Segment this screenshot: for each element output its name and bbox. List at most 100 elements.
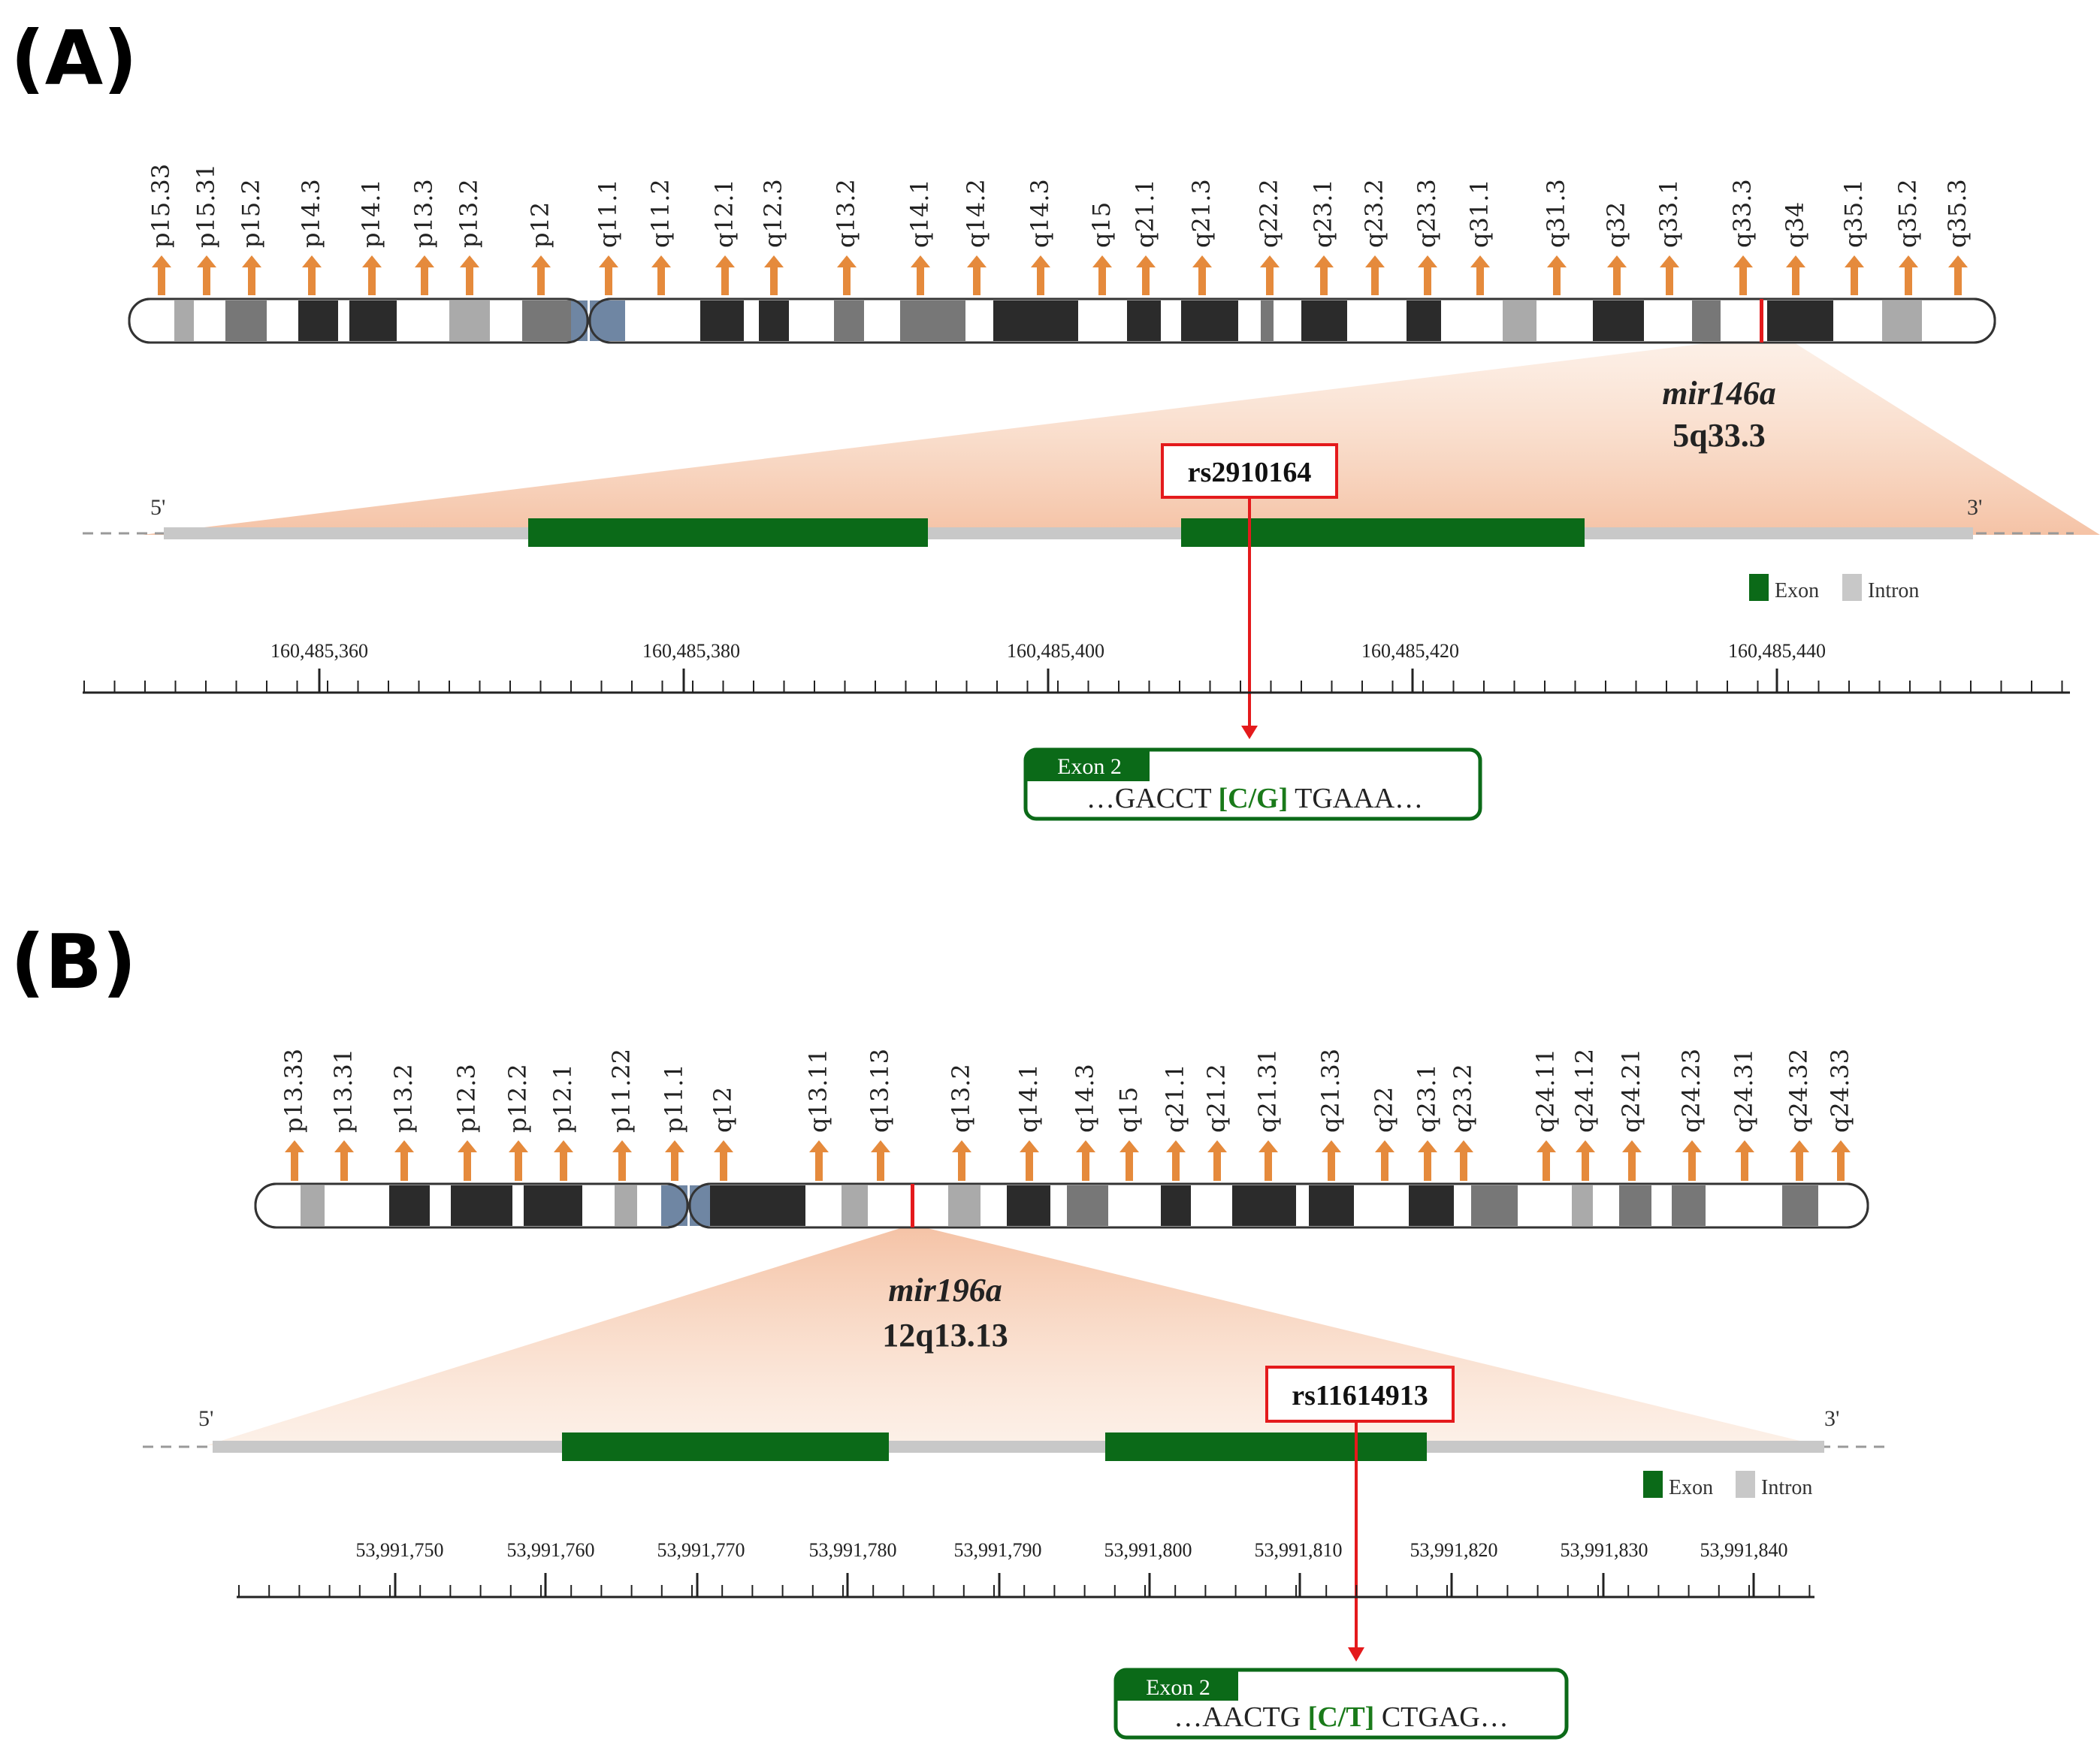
band-arrow-p15.33: [152, 255, 171, 295]
band-label-q23.2: q23.2: [1360, 179, 1388, 248]
band-label-p14.3: p14.3: [297, 179, 325, 248]
band-arrow-p15.31: [197, 255, 216, 295]
band-arrow-p12.2: [509, 1140, 528, 1181]
five-prime-label-b: 5': [198, 1406, 213, 1431]
band-label-q24.23: q24.23: [1677, 1049, 1706, 1133]
legend-intron-swatch-b: [1736, 1471, 1755, 1498]
coordinate-label: 53,991,820: [1410, 1539, 1498, 1561]
band-arrow-q14.3: [1076, 1140, 1095, 1181]
band-arrow-q24.23: [1682, 1140, 1702, 1181]
band-label-q35.1: q35.1: [1839, 179, 1868, 248]
band-label-q35.2: q35.2: [1893, 179, 1922, 248]
band-arrow-q24.21: [1622, 1140, 1642, 1181]
band-label-p12.2: p12.2: [503, 1064, 532, 1133]
legend-exon-label-b: Exon: [1669, 1476, 1713, 1499]
band-arrow-q11.2: [651, 255, 671, 295]
exon-2-a: [1181, 518, 1585, 547]
band-arrow-q15: [1092, 255, 1112, 295]
band-label-q31.3: q31.3: [1542, 179, 1570, 248]
band-label-q32: q32: [1602, 202, 1630, 248]
exon-box-sequence-a: …GACCT [C/G] TGAAA…: [1086, 783, 1423, 814]
band-arrow-q35.2: [1899, 255, 1918, 295]
band-arrow-p14.3: [302, 255, 322, 295]
coordinate-label: 160,485,420: [1361, 640, 1459, 662]
legend-exon-swatch-a: [1749, 574, 1769, 601]
band-arrow-q21.3: [1192, 255, 1212, 295]
band-label-q23.1: q23.1: [1413, 1064, 1441, 1133]
band-arrow-q12.1: [715, 255, 735, 295]
band-label-q22: q22: [1370, 1087, 1398, 1133]
band-label-q21.33: q21.33: [1316, 1049, 1345, 1133]
band-label-q21.1: q21.1: [1131, 179, 1159, 248]
band-arrow-q23.1: [1314, 255, 1334, 295]
band-label-q11.1: q11.1: [594, 179, 622, 248]
band-arrow-q15: [1119, 1140, 1139, 1181]
band-arrow-q21.31: [1258, 1140, 1278, 1181]
band-arrow-q33.1: [1660, 255, 1679, 295]
exon-sequence-box-a: Exon 2 …GACCT [C/G] TGAAA…: [1023, 747, 1482, 821]
legend-a: Exon Intron: [1749, 574, 1919, 602]
gene-name-a: mir146a: [1662, 375, 1776, 412]
exon-2-b: [1105, 1432, 1427, 1461]
gene-model-b: 5' 3': [143, 1406, 1890, 1461]
snp-id-b: rs11614913: [1292, 1380, 1428, 1411]
band-label-q12.1: q12.1: [710, 179, 739, 248]
gene-locus-a: 5q33.3: [1672, 417, 1765, 454]
snp-box-b: [1265, 1366, 1455, 1423]
band-label-p11.1: p11.1: [660, 1064, 688, 1133]
band-label-q13.13: q13.13: [866, 1049, 894, 1133]
snp-pointer-arrowhead-a: [1241, 726, 1258, 739]
band-label-q24.11: q24.11: [1531, 1049, 1560, 1133]
band-arrow-p11.22: [612, 1140, 632, 1181]
band-arrow-q11.1: [599, 255, 618, 295]
exon-sequence-box-b: Exon 2 …AACTG [C/T] CTGAG…: [1113, 1668, 1569, 1740]
coordinate-label: 53,991,780: [809, 1539, 897, 1561]
band-arrow-q31.1: [1470, 255, 1490, 295]
mir196a-position-marker: [911, 1184, 914, 1227]
band-label-q14.2: q14.2: [962, 179, 990, 248]
coordinate-label: 53,991,760: [507, 1539, 595, 1561]
band-arrow-p15.2: [242, 255, 261, 295]
band-label-q24.12: q24.12: [1570, 1049, 1599, 1133]
band-label-q14.3: q14.3: [1071, 1064, 1099, 1133]
intron-bar-b: [213, 1441, 1824, 1453]
band-label-q33.3: q33.3: [1728, 179, 1757, 248]
band-label-q34: q34: [1781, 202, 1809, 248]
intron-bar-a: [164, 527, 1973, 539]
exon-box-title-a: Exon 2: [1057, 754, 1122, 779]
legend-exon-swatch-b: [1643, 1471, 1663, 1498]
chromosome-12-bands: [301, 1185, 1818, 1226]
band-arrow-q14.2: [967, 255, 987, 295]
band-arrow-q13.13: [871, 1140, 890, 1181]
coordinate-label: 53,991,830: [1561, 1539, 1648, 1561]
band-label-q23.2: q23.2: [1449, 1064, 1477, 1133]
band-arrow-q22: [1375, 1140, 1394, 1181]
chromosome-5: [128, 297, 1996, 344]
band-arrow-q13.2: [952, 1140, 971, 1181]
band-arrow-p13.2: [394, 1140, 414, 1181]
coordinate-label: 53,991,790: [954, 1539, 1042, 1561]
band-arrow-q24.31: [1735, 1140, 1754, 1181]
band-label-q13.2: q13.2: [832, 179, 860, 248]
band-arrow-q24.11: [1536, 1140, 1556, 1181]
gene-model-a: 5' 3': [83, 495, 2074, 547]
three-prime-label-b: 3': [1824, 1406, 1839, 1431]
band-label-q14.1: q14.1: [1014, 1064, 1043, 1133]
band-arrow-q22.2: [1260, 255, 1280, 295]
band-arrow-q21.1: [1166, 1140, 1186, 1181]
band-arrow-q32: [1607, 255, 1627, 295]
sequence-right-a: TGAAA…: [1288, 783, 1423, 814]
coordinate-label: 160,485,360: [270, 640, 368, 662]
band-arrow-q24.32: [1790, 1140, 1809, 1181]
band-arrow-q14.3: [1031, 255, 1050, 295]
band-arrow-p14.1: [362, 255, 382, 295]
band-label-p15.33: p15.33: [147, 164, 175, 248]
band-arrow-q23.1: [1418, 1140, 1437, 1181]
legend-intron-label-b: Intron: [1761, 1476, 1812, 1499]
band-label-p13.2: p13.2: [455, 179, 483, 248]
band-arrow-q35.3: [1948, 255, 1968, 295]
band-label-q23.1: q23.1: [1309, 179, 1337, 248]
band-arrow-q31.3: [1547, 255, 1567, 295]
